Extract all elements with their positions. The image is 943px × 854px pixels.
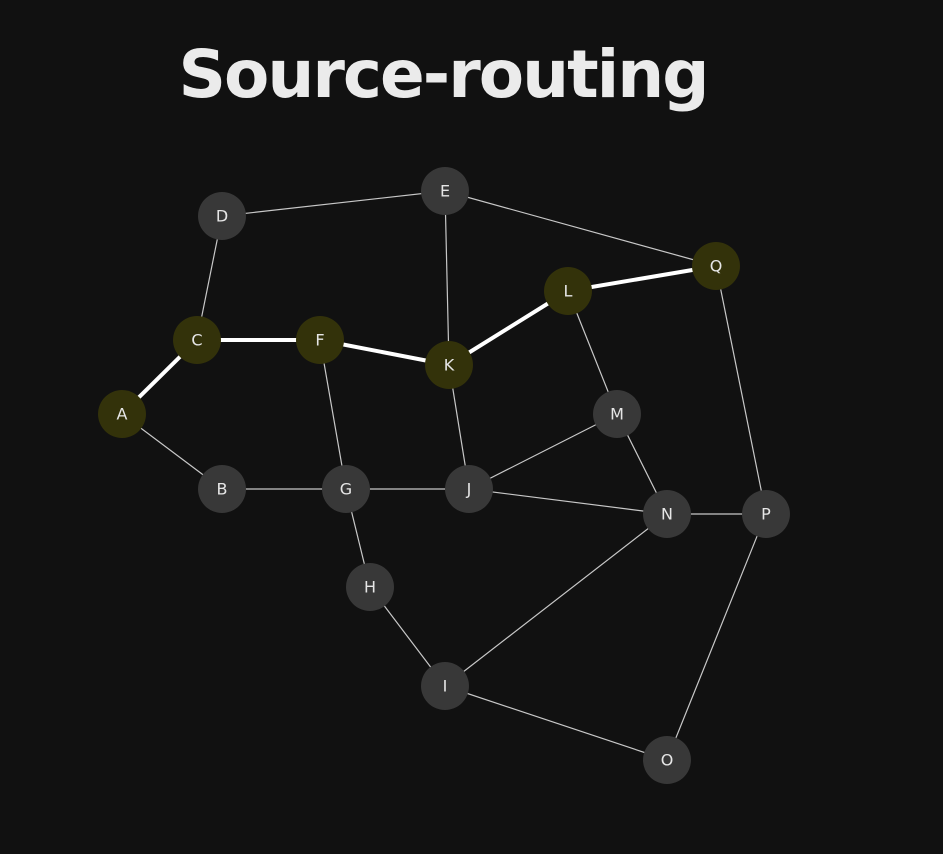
node-circle xyxy=(198,192,246,240)
node-label: A xyxy=(117,405,128,424)
node-b: B xyxy=(198,465,246,513)
node-f: F xyxy=(296,316,344,364)
node-label: B xyxy=(217,480,228,499)
node-label: H xyxy=(364,578,376,597)
node-label: M xyxy=(610,405,624,424)
node-label: Q xyxy=(710,257,723,276)
nodes-layer: A B C D E F G H I J K L M N O P Q xyxy=(98,167,790,784)
node-label: I xyxy=(443,677,448,696)
node-i: I xyxy=(421,662,469,710)
edge-l-q-route xyxy=(566,264,718,293)
node-circle xyxy=(445,465,493,513)
node-label: P xyxy=(761,505,771,524)
node-label: G xyxy=(340,480,352,499)
node-n: N xyxy=(643,490,691,538)
node-circle xyxy=(643,490,691,538)
node-h: H xyxy=(346,563,394,611)
node-label: C xyxy=(191,331,202,350)
node-circle xyxy=(421,167,469,215)
node-circle xyxy=(198,465,246,513)
edge-d-e xyxy=(221,190,446,217)
node-circle xyxy=(692,242,740,290)
node-label: J xyxy=(466,480,472,499)
edge-i-n xyxy=(444,513,668,687)
node-e: E xyxy=(421,167,469,215)
edge-f-g xyxy=(319,339,347,490)
node-label: D xyxy=(216,207,228,226)
node-label: E xyxy=(440,182,450,201)
node-label: O xyxy=(661,751,674,770)
node-circle xyxy=(421,662,469,710)
node-j: J xyxy=(445,465,493,513)
node-circle xyxy=(98,390,146,438)
node-label: N xyxy=(661,505,673,524)
node-d: D xyxy=(198,192,246,240)
edge-e-k xyxy=(444,190,450,366)
node-circle xyxy=(346,563,394,611)
node-label: K xyxy=(444,356,455,375)
node-l: L xyxy=(544,267,592,315)
edge-e-q xyxy=(444,190,717,267)
node-circle xyxy=(593,390,641,438)
edge-i-o xyxy=(444,685,668,761)
node-g: G xyxy=(322,465,370,513)
node-label: F xyxy=(315,331,324,350)
node-circle xyxy=(742,490,790,538)
node-m: M xyxy=(593,390,641,438)
node-circle xyxy=(643,736,691,784)
node-label: L xyxy=(564,282,573,301)
edge-p-o xyxy=(666,513,767,761)
edge-j-m xyxy=(468,413,618,490)
node-circle xyxy=(425,341,473,389)
diagram-title: Source-routing xyxy=(178,36,710,113)
node-q: Q xyxy=(692,242,740,290)
node-k: K xyxy=(425,341,473,389)
node-c: C xyxy=(173,316,221,364)
node-circle xyxy=(544,267,592,315)
node-p: P xyxy=(742,490,790,538)
edge-q-p xyxy=(715,265,767,515)
node-o: O xyxy=(643,736,691,784)
node-circle xyxy=(322,465,370,513)
edge-j-n xyxy=(468,488,668,515)
node-a: A xyxy=(98,390,146,438)
node-circle xyxy=(173,316,221,364)
node-circle xyxy=(296,316,344,364)
